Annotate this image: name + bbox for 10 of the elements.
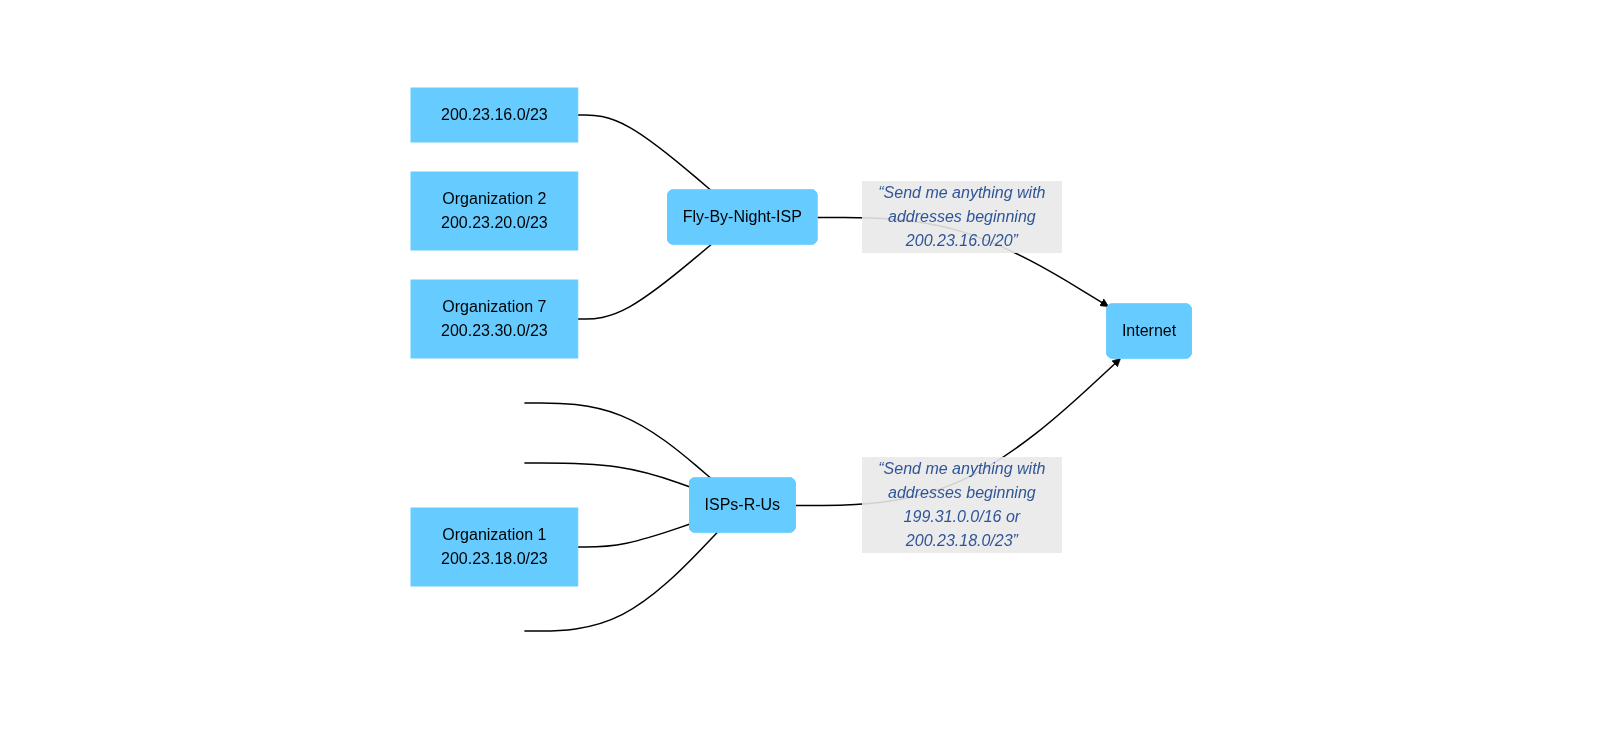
edge-label: “Send me anything with addresses beginning 199.31.0.0/16 or 200.23.18.0/23” (878, 459, 1046, 549)
connector (524, 531, 719, 632)
connector (524, 401, 713, 479)
node-box: Organization 7 200.23.30.0/23 (410, 279, 579, 358)
node-box: Organization 2 200.23.20.0/23 (410, 171, 579, 250)
node-box: 200.23.16.0/23 (410, 87, 579, 142)
edge-label: “Send me anything with addresses beginning 200.23.16.0/20” (878, 183, 1046, 249)
connector (577, 113, 713, 191)
connector (577, 243, 713, 320)
node-box: Organization 1 200.23.18.0/23 (410, 507, 579, 586)
